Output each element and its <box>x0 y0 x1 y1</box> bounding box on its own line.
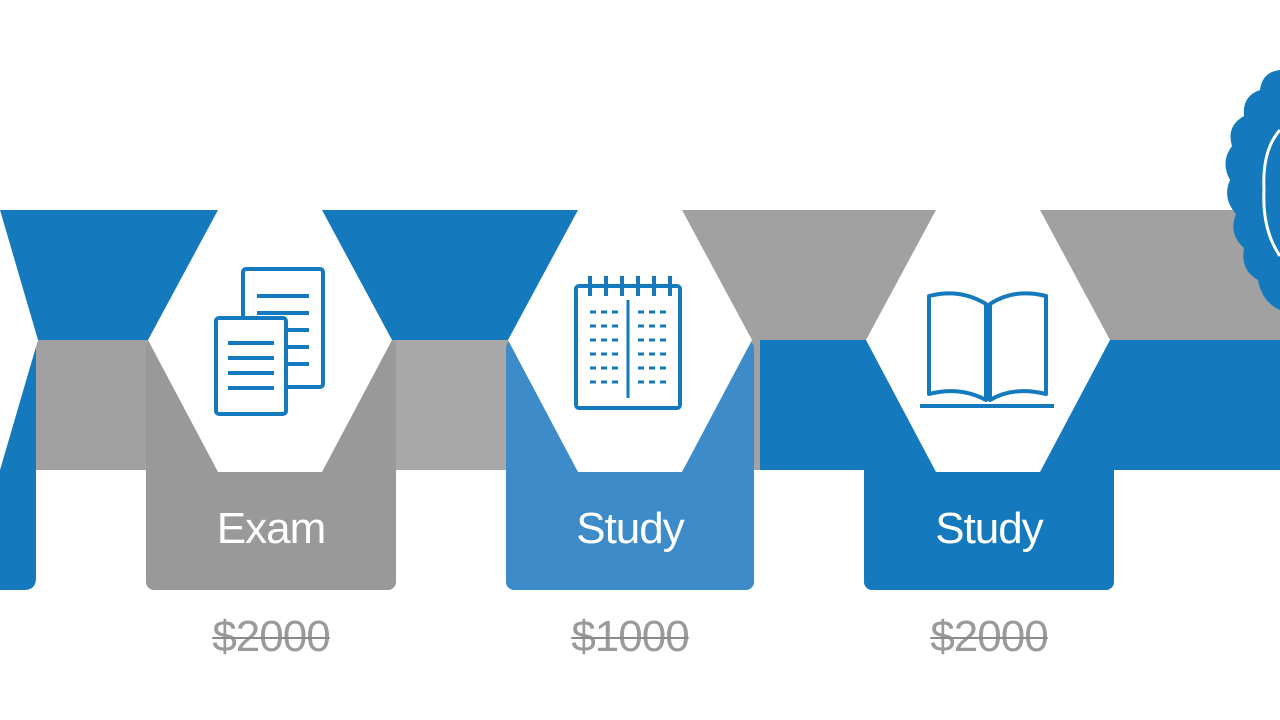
hexagon-study-1 <box>508 210 752 472</box>
step-price-exam: $2000 <box>212 612 330 661</box>
step-price-study-2: $2000 <box>930 612 1048 661</box>
step-price-study-1: $1000 <box>571 612 689 661</box>
step-label-study-2: Study <box>935 504 1044 553</box>
connector-strip-1 <box>396 340 506 470</box>
seal-badge-icon <box>1225 70 1280 310</box>
study-notebook-icon <box>574 276 682 410</box>
exam-documents-icon <box>214 267 325 416</box>
step-label-exam: Exam <box>216 504 326 553</box>
left-partial-hexagon <box>0 210 38 470</box>
open-book-icon <box>920 291 1054 408</box>
step-label-study-1: Study <box>576 504 685 553</box>
